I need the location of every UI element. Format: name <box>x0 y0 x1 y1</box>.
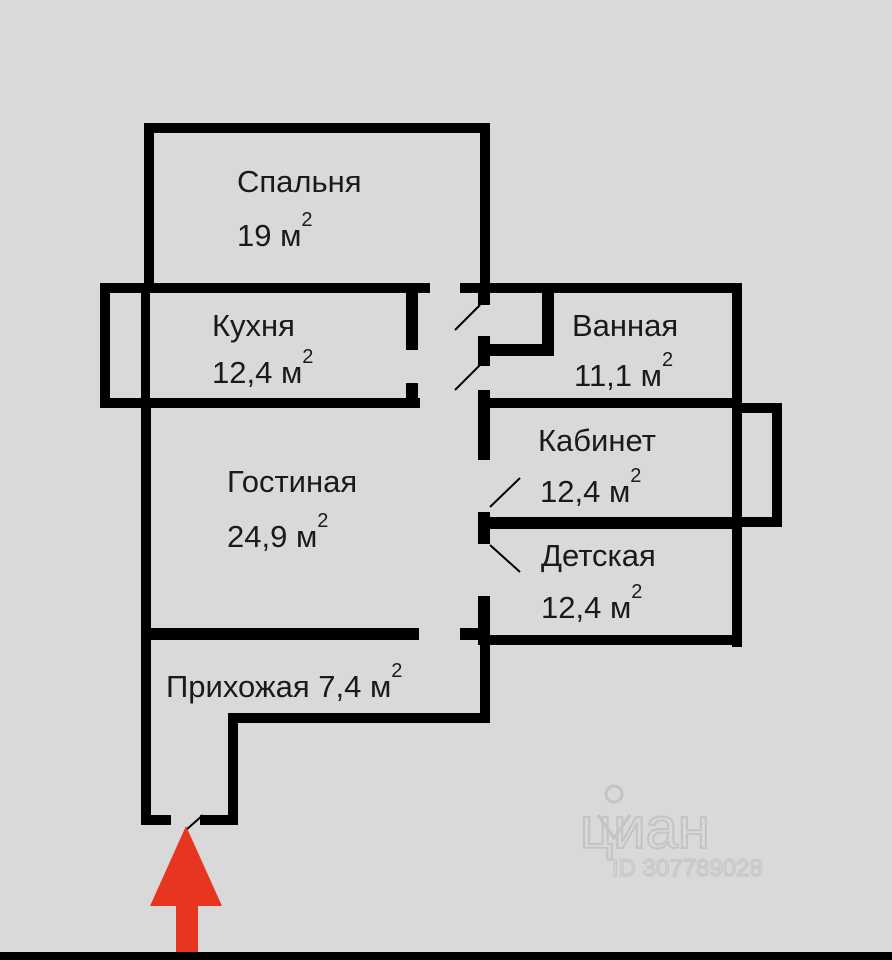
room-hall: Прихожая 7,4 м2 <box>166 660 402 704</box>
room-area: 12,4 м2 <box>541 581 642 625</box>
bottom-bar <box>0 952 892 960</box>
room-name: Кухня <box>212 308 295 343</box>
room-name: Кабинет <box>538 423 656 458</box>
room-name: Спальня <box>237 164 362 199</box>
room-bathroom: Ванная 11,1 м2 <box>572 308 678 393</box>
room-study: Кабинет 12,4 м2 <box>538 423 656 509</box>
room-kids: Детская 12,4 м2 <box>541 538 656 625</box>
room-area: Прихожая 7,4 м2 <box>166 660 402 704</box>
room-kitchen: Кухня 12,4 м2 <box>212 308 313 390</box>
cian-watermark-text: циан <box>580 796 710 861</box>
room-area: 19 м2 <box>237 209 313 253</box>
entrance-arrow-icon <box>150 826 222 952</box>
walls <box>100 123 782 825</box>
room-name: Гостиная <box>227 464 357 499</box>
room-name: Детская <box>541 538 656 573</box>
room-bedroom: Спальня 19 м2 <box>237 164 362 253</box>
room-name: Ванная <box>572 308 678 343</box>
cian-watermark: циан ID 307789028 <box>579 784 764 883</box>
room-area: 24,9 м2 <box>227 510 328 554</box>
room-area: 12,4 м2 <box>212 346 313 390</box>
room-living: Гостиная 24,9 м2 <box>227 464 357 554</box>
location-pin-icon <box>596 784 632 841</box>
doors <box>185 304 521 831</box>
cian-watermark-id: ID 307789028 <box>612 855 763 882</box>
room-area: 11,1 м2 <box>574 349 673 393</box>
room-area: 12,4 м2 <box>540 465 641 509</box>
